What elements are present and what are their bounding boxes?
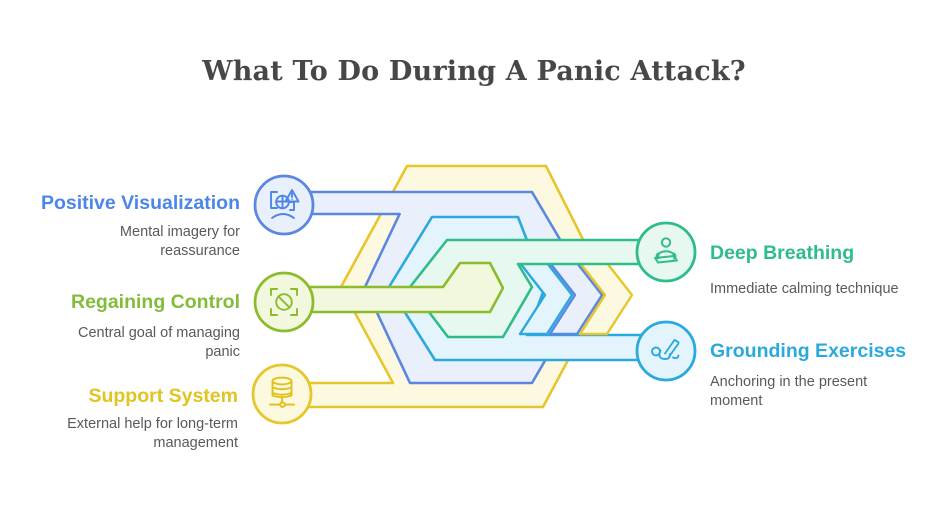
legs-raised-icon	[651, 339, 680, 360]
focus-no-entry-icon	[270, 288, 298, 316]
meditation-icon	[654, 237, 678, 264]
icon-deep-breathing	[635, 221, 697, 283]
desc-grounding-exercises: Anchoring in the present moment	[710, 374, 868, 409]
face-alert-icon	[270, 189, 300, 219]
database-network-icon	[269, 376, 295, 408]
label-deep-breathing: Deep Breathing	[710, 242, 855, 264]
label-support-system: Support System	[88, 385, 238, 407]
icon-positive-visualization	[253, 174, 315, 236]
label-grounding-exercises: Grounding Exercises	[710, 340, 907, 362]
desc-regaining-control: Central goal of managing panic	[77, 325, 240, 360]
label-regaining-control: Regaining Control	[71, 291, 240, 313]
label-positive-visualization: Positive Visualization	[40, 192, 240, 214]
icon-grounding-exercises	[635, 320, 697, 382]
desc-deep-breathing: Immediate calming technique	[710, 281, 899, 297]
desc-positive-visualization: Mental imagery for reassurance	[119, 224, 240, 259]
desc-support-system: External help for long-term management	[67, 416, 238, 451]
icon-regaining-control	[253, 271, 315, 333]
page-title: What To Do During A Panic Attack?	[202, 56, 746, 87]
icon-support-system	[251, 363, 313, 425]
hexagon-regaining-control	[288, 261, 505, 314]
